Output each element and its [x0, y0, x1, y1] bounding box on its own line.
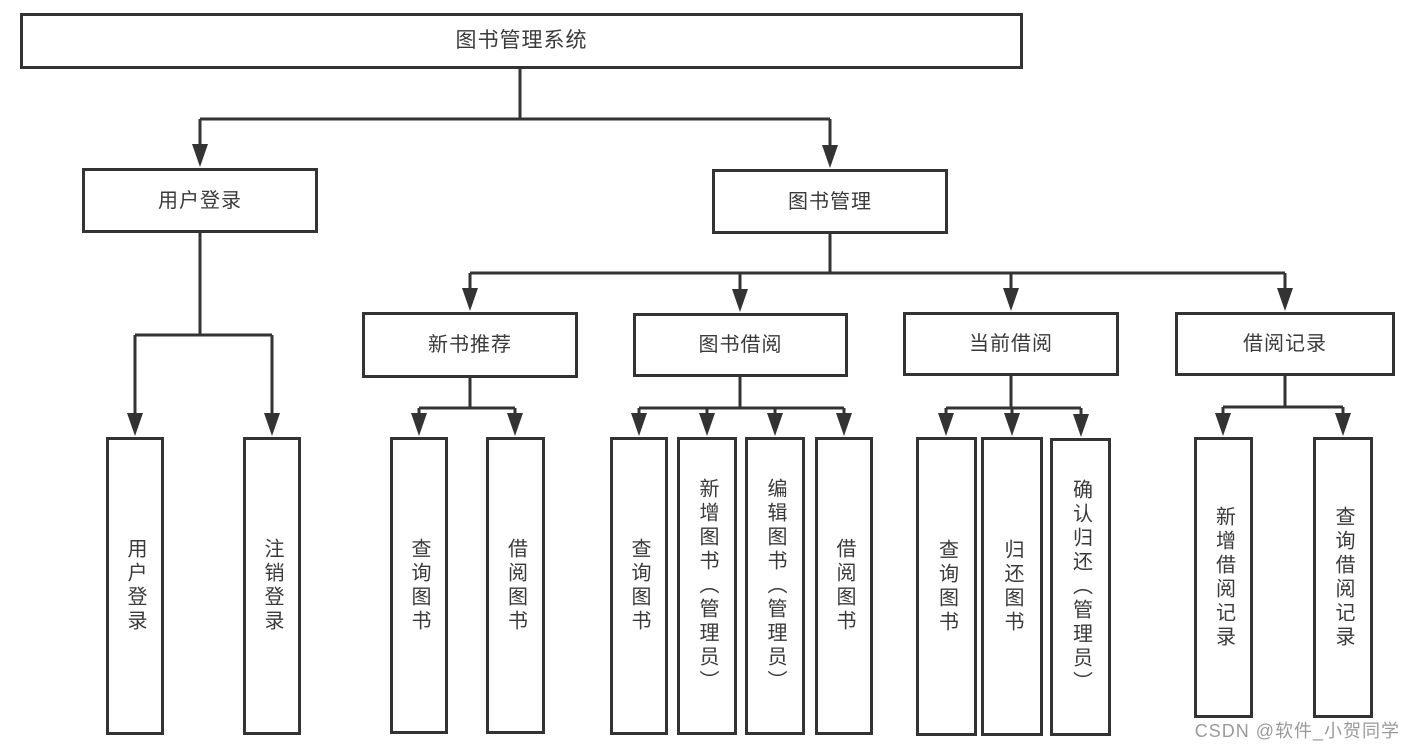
leaf-recommend-borrow-books: 借阅图书 — [486, 437, 545, 734]
node-book-management: 图书管理 — [712, 169, 948, 234]
leaf-recommend-query-books: 查询图书 — [390, 437, 448, 734]
node-library-management-system: 图书管理系统 — [20, 13, 1023, 69]
node-book-borrowing: 图书借阅 — [633, 313, 848, 377]
leaf-borrowing-edit-books-admin: 编辑图书（管理员） — [745, 437, 805, 735]
leaf-records-add-record: 新增借阅记录 — [1194, 437, 1253, 718]
node-current-borrowing: 当前借阅 — [903, 312, 1119, 376]
node-user-login: 用户登录 — [82, 168, 318, 233]
leaf-current-query-books: 查询图书 — [916, 437, 977, 736]
node-borrow-records: 借阅记录 — [1175, 312, 1395, 376]
node-new-book-recommend: 新书推荐 — [362, 312, 578, 378]
leaf-logout: 注销登录 — [243, 437, 301, 735]
leaf-current-return-books: 归还图书 — [981, 437, 1043, 736]
leaf-borrowing-borrow-books: 借阅图书 — [815, 437, 873, 735]
leaf-records-query-record: 查询借阅记录 — [1313, 437, 1373, 718]
leaf-current-confirm-return-admin: 确认归还（管理员） — [1050, 438, 1111, 736]
arrowheads — [127, 144, 1351, 437]
leaf-user-login: 用户登录 — [106, 437, 164, 735]
leaf-borrowing-add-books-admin: 新增图书（管理员） — [677, 437, 737, 735]
leaf-borrowing-query-books: 查询图书 — [610, 437, 668, 735]
